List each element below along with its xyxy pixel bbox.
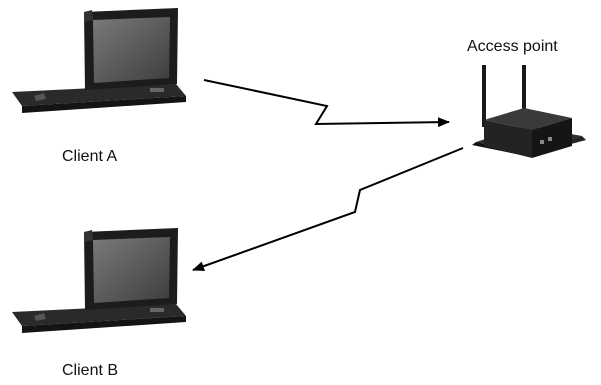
access-point-label: Access point	[467, 38, 558, 55]
wireless-link-client-a-to-access-point	[203, 79, 450, 128]
client-b-laptop-icon	[12, 228, 186, 333]
client-b-label: Client B	[62, 362, 119, 379]
access-point-router-icon	[472, 65, 586, 158]
client-a-label: Client A	[62, 148, 118, 165]
wireless-link-access-point-to-client-b	[192, 147, 464, 271]
client-a-laptop-icon	[12, 8, 186, 113]
